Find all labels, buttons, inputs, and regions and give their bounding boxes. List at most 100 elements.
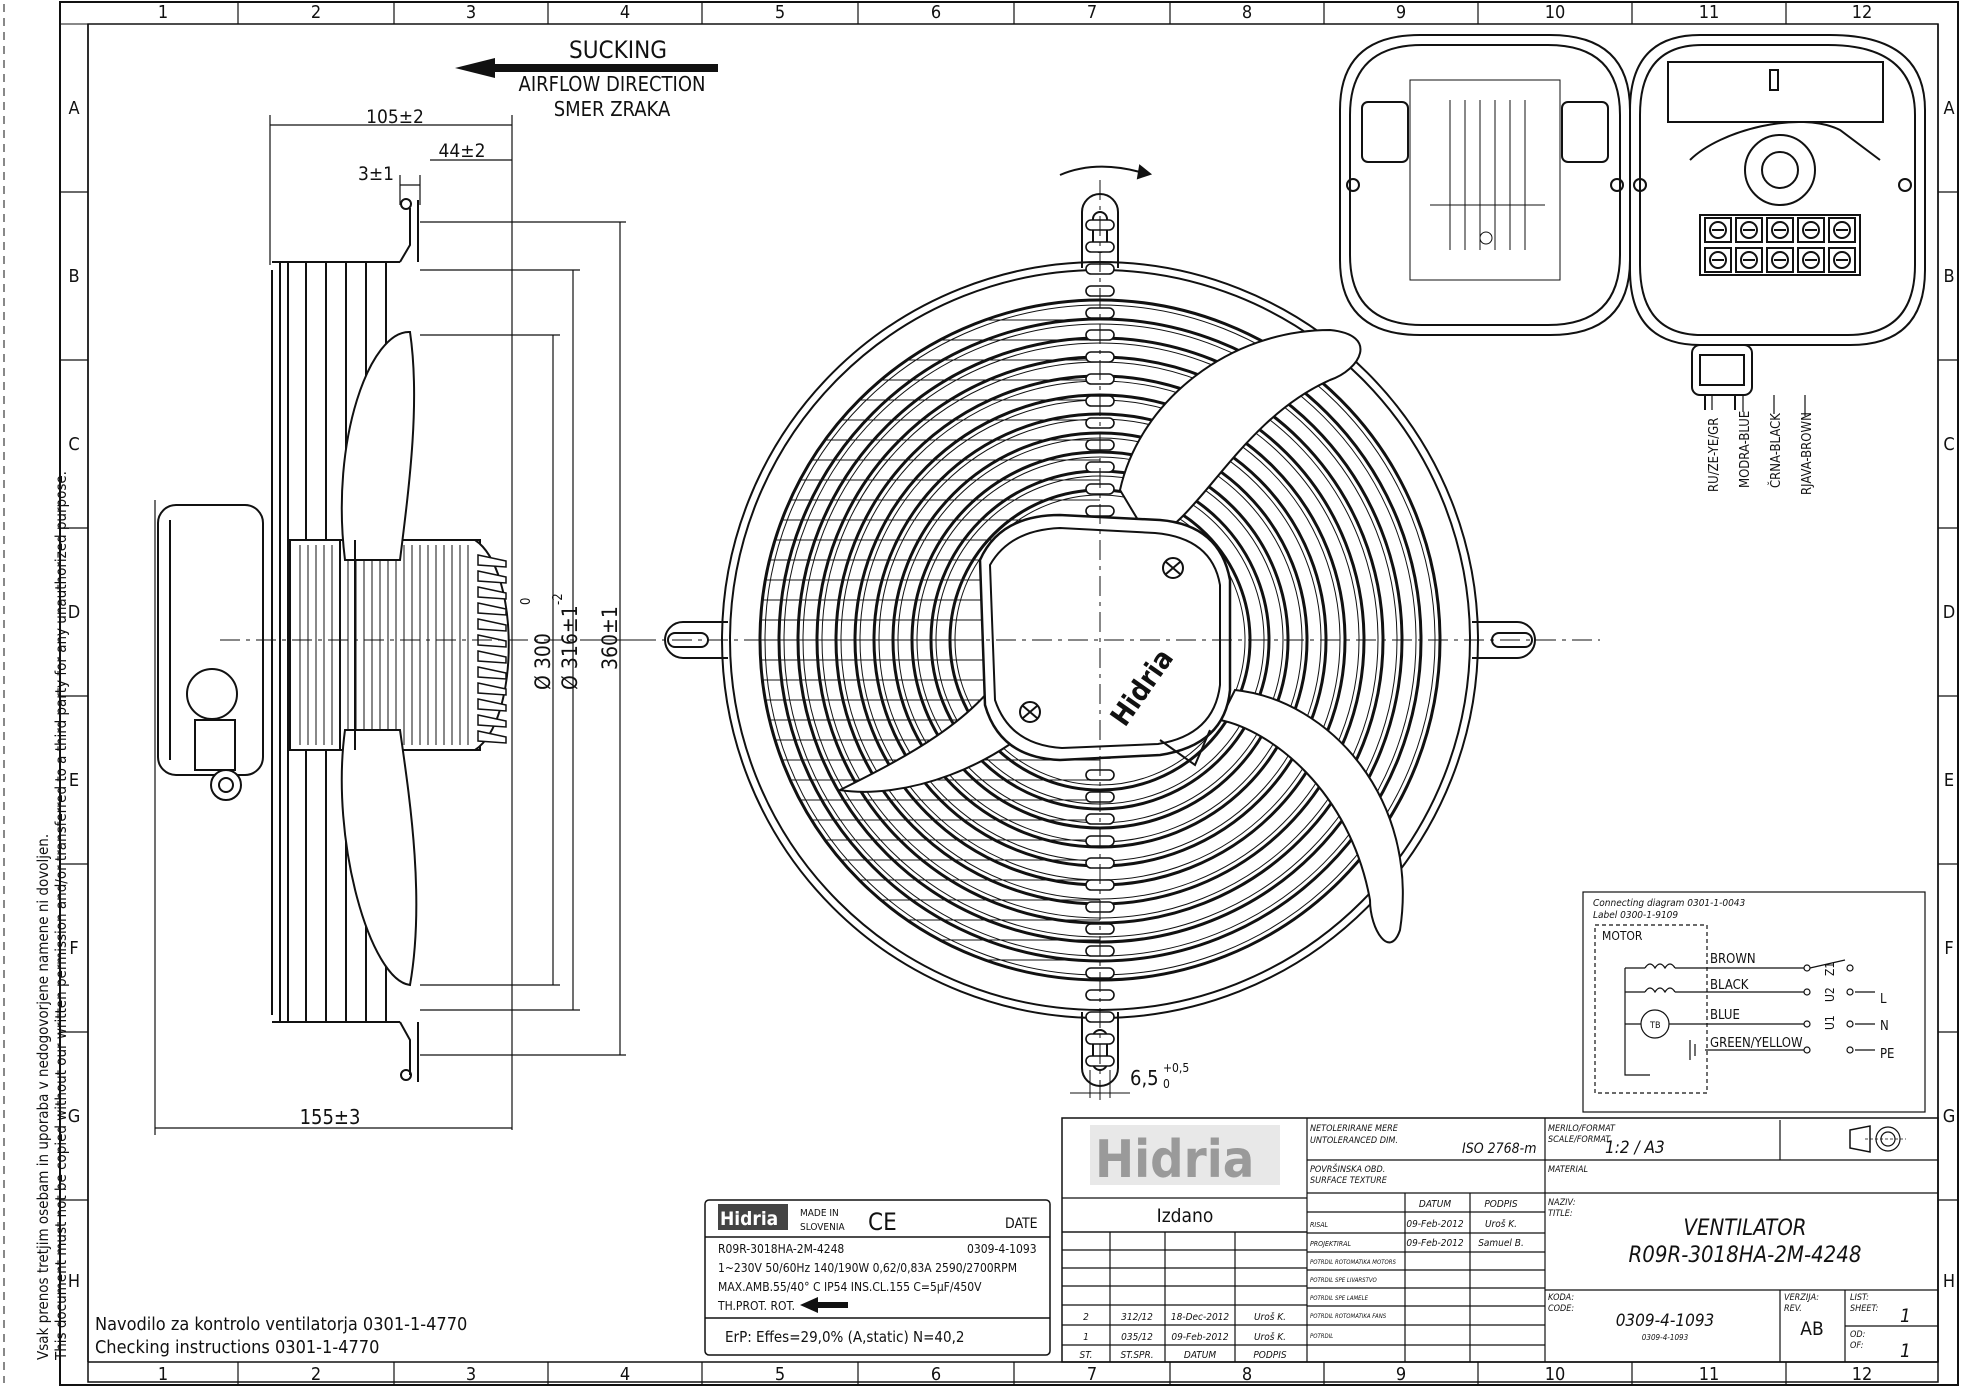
column-label: 1	[158, 2, 168, 23]
sheet-label: SHEET:	[1850, 1304, 1879, 1314]
rev-row-podpis: Uroš K.	[1254, 1331, 1286, 1343]
connect-title1: Connecting diagram 0301-1-0043	[1593, 898, 1746, 909]
wire-label-black: ČRNA-BLACK	[1768, 413, 1784, 488]
column-label: 5	[775, 2, 785, 23]
wire-label-green-yellow: RU/ZE-YE/GR	[1707, 418, 1722, 492]
proj-label: PROJEKTIRAL	[1310, 1240, 1351, 1248]
legal-note-line1: Vsak prenos tretjim osebam in uporaba v …	[34, 834, 52, 1360]
label-line2: MAX.AMB.55/40° C IP54 INS.CL.155 C=5μF/4…	[718, 1280, 982, 1294]
sheet-value: 1	[1900, 1305, 1911, 1327]
rev-row-podpis: Uroš K.	[1254, 1311, 1286, 1323]
column-label: 6	[931, 2, 941, 23]
title-logo-bg	[1090, 1125, 1280, 1185]
potrdil4-label: POTRDIL ROTOMATIKA FANS	[1310, 1313, 1387, 1320]
column-label: 11	[1699, 2, 1720, 23]
rev-label: REV.	[1784, 1304, 1802, 1314]
column-ticks	[237, 2, 1787, 1385]
column-label: 7	[1087, 1364, 1097, 1385]
connect-brown: BROWN	[1710, 952, 1756, 967]
dim-155: 155±3	[300, 1105, 361, 1129]
row-label: F	[1944, 938, 1953, 959]
rev-head-podpis: PODPIS	[1253, 1350, 1287, 1361]
connect-title2: Label 0300-1-9109	[1593, 910, 1678, 921]
of-label: OF:	[1850, 1341, 1864, 1351]
risal-label: RISAL	[1310, 1221, 1329, 1229]
connect-blue: BLUE	[1710, 1008, 1740, 1023]
rev-value: AB	[1800, 1318, 1823, 1340]
label-date: DATE	[1005, 1216, 1038, 1232]
column-label: 4	[620, 2, 630, 23]
column-label: 8	[1242, 1364, 1252, 1385]
connect-n: N	[1880, 1019, 1889, 1034]
rev-row-stspr: 035/12	[1121, 1332, 1153, 1343]
legal-note-line2: This document must not be copied without…	[52, 471, 70, 1361]
column-label: 12	[1852, 1364, 1873, 1385]
row-label: E	[1944, 770, 1954, 791]
rev-head-stspr: ST.SPR.	[1120, 1350, 1153, 1361]
potrdil5-label: POTRDIL	[1310, 1333, 1333, 1340]
od-label: OD:	[1850, 1330, 1866, 1340]
naziv-label: NAZIV:	[1548, 1198, 1576, 1208]
dim-300-tol: 0	[519, 598, 534, 605]
column-label: 10	[1545, 2, 1566, 23]
smer-zraka-label: SMER ZRAKA	[554, 97, 671, 121]
column-label: 3	[466, 2, 476, 23]
row-label: B	[68, 266, 79, 287]
side-dimensions	[154, 115, 626, 1135]
rev-head-st: ST.	[1080, 1350, 1093, 1361]
column-label: 11	[1699, 1364, 1720, 1385]
label-slovenia: SLOVENIA	[800, 1222, 845, 1233]
proj-date: 09-Feb-2012	[1406, 1238, 1464, 1249]
row-label: G	[68, 1106, 81, 1127]
label-logo: Hidria	[720, 1208, 778, 1230]
column-label: 9	[1396, 1364, 1406, 1385]
dim-44: 44±2	[439, 140, 486, 162]
row-label: E	[69, 770, 79, 791]
title-block	[1061, 1117, 1939, 1363]
list-label: LIST:	[1850, 1293, 1869, 1303]
label-code: 0309-4-1093	[967, 1242, 1037, 1256]
rev-row-datum: 09-Feb-2012	[1171, 1332, 1229, 1343]
dim-3: 3±1	[358, 163, 394, 185]
label-line1: 1~230V 50/60Hz 140/190W 0,62/0,83A 2590/…	[718, 1261, 1017, 1275]
row-label: G	[1943, 1106, 1956, 1127]
untol-label1: NETOLERIRANE MERE	[1310, 1124, 1399, 1134]
izdano-label: Izdano	[1157, 1205, 1214, 1227]
connecting-diagram	[1582, 891, 1926, 1113]
drawing-code: 0309-4-1093	[1616, 1311, 1715, 1331]
connect-tb: TB	[1649, 1021, 1661, 1031]
label-made-in: MADE IN	[800, 1208, 839, 1219]
dim-6-5-tol2: 0	[1163, 1077, 1170, 1091]
verzija-label: VERZIJA:	[1784, 1293, 1819, 1303]
connect-l: L	[1880, 992, 1887, 1007]
column-label: 3	[466, 1364, 476, 1385]
rev-row-st: 1	[1083, 1332, 1089, 1343]
connect-pe: PE	[1880, 1047, 1894, 1062]
instructions-line2: Checking instructions 0301-1-4770	[95, 1337, 379, 1358]
drawing-title1: VENTILATOR	[1683, 1216, 1806, 1241]
airflow-indicator: SUCKING AIRFLOW DIRECTION SMER ZRAKA	[455, 36, 718, 121]
sign-podpis-head: PODPIS	[1484, 1199, 1518, 1210]
of-value: 1	[1900, 1340, 1911, 1362]
row-label: B	[1943, 266, 1954, 287]
wire-label-blue: MODRA-BLUE	[1738, 411, 1753, 488]
terminal-box-cover	[1339, 34, 1631, 336]
column-label: 7	[1087, 2, 1097, 23]
front-view	[600, 164, 1600, 1100]
title-block-logo: Hidria	[1095, 1130, 1254, 1190]
side-view	[157, 198, 640, 1082]
rev-head-datum: DATUM	[1184, 1350, 1216, 1361]
dim-300: Ø 300	[531, 633, 555, 690]
row-label: H	[1943, 1271, 1955, 1292]
potrdil1-label: POTRDIL ROTOMATIKA MOTORS	[1310, 1259, 1397, 1266]
column-label: 1	[158, 1364, 168, 1385]
column-label: 2	[311, 2, 321, 23]
drawing-code-small: 0309-4-1093	[1642, 1333, 1689, 1342]
sign-datum-head: DATUM	[1419, 1199, 1451, 1210]
label-ce: CE	[868, 1208, 897, 1236]
row-label: D	[1943, 602, 1955, 623]
row-label: D	[68, 602, 80, 623]
